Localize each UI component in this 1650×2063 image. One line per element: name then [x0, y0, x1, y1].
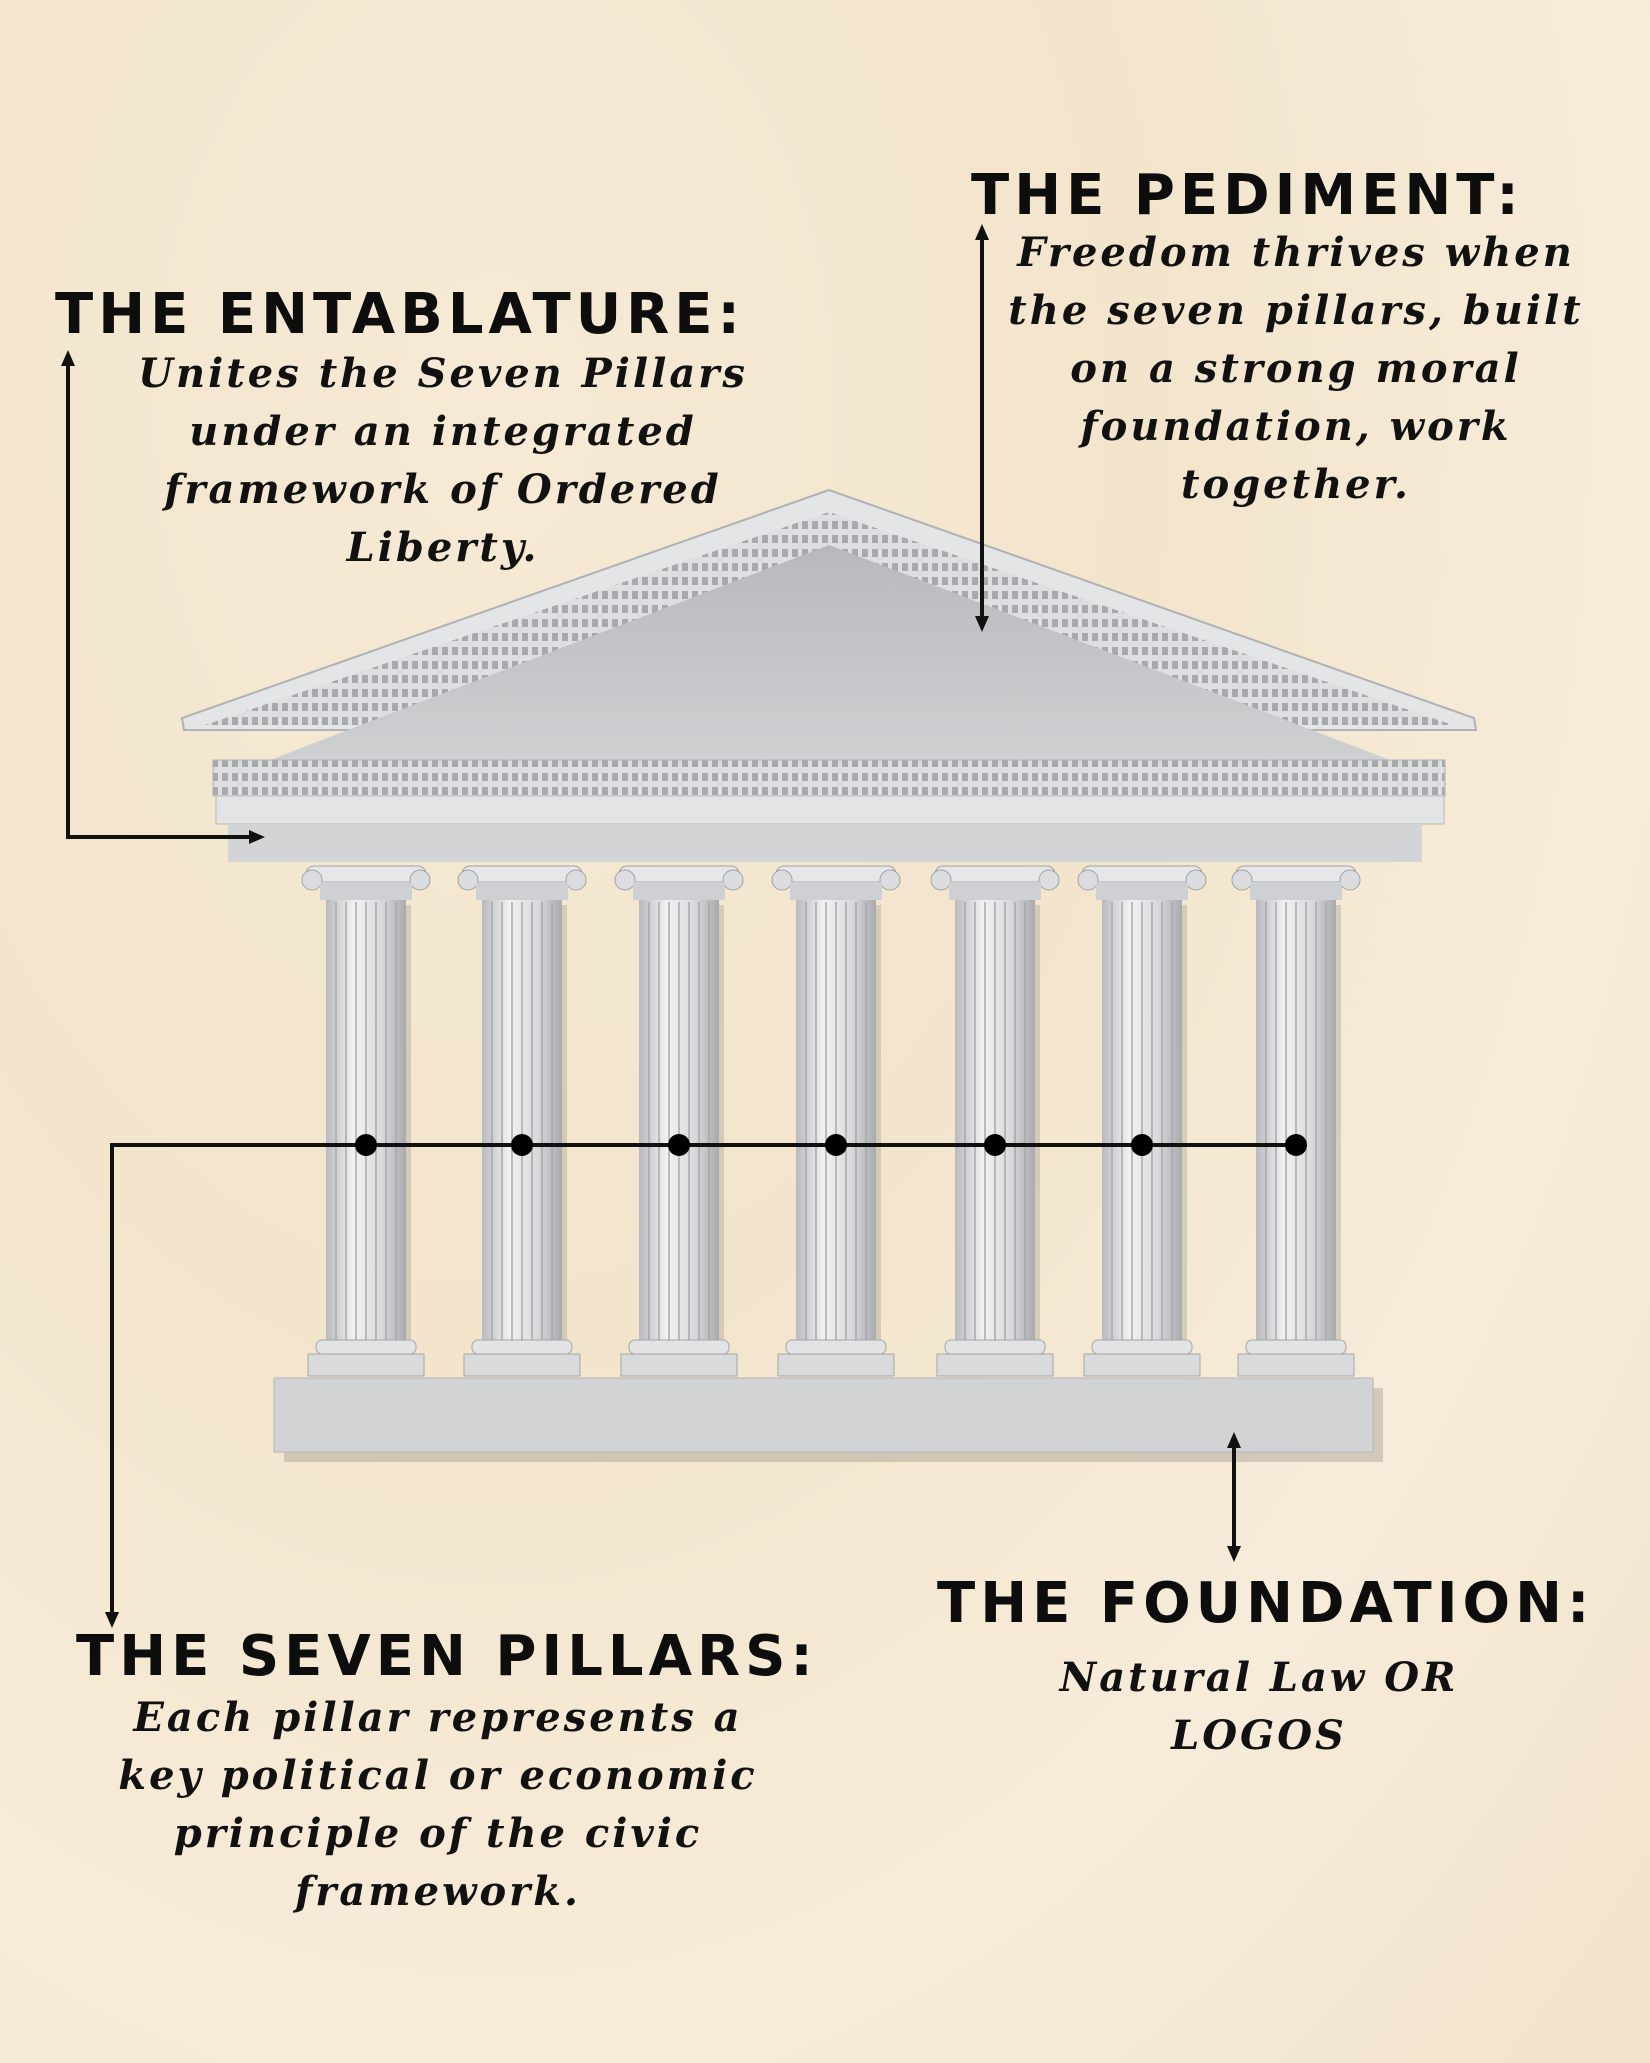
- columns-group: [301, 865, 1361, 1377]
- pillar-dots: [355, 1134, 1307, 1156]
- text-line: framework of Ordered: [164, 466, 722, 513]
- pillar-dot: [511, 1134, 533, 1156]
- text-line: Liberty.: [346, 524, 540, 571]
- pillar-dot: [1285, 1134, 1307, 1156]
- pillar-2: [457, 865, 587, 1377]
- text-line: Freedom thrives when: [1017, 229, 1575, 276]
- pillar-6: [1077, 865, 1207, 1377]
- seven-pillars-title: THE SEVEN PILLARS:: [76, 1624, 818, 1689]
- pillar-dot: [1131, 1134, 1153, 1156]
- text-line: the seven pillars, built: [1008, 287, 1584, 334]
- text-line: Unites the Seven Pillars: [138, 350, 748, 397]
- pillar-3: [614, 865, 744, 1377]
- foundation-shape: [273, 1377, 1383, 1462]
- text-line: LOGOS: [1171, 1712, 1347, 1759]
- text-line: Each pillar represents a: [133, 1694, 743, 1741]
- pillar-dot: [668, 1134, 690, 1156]
- pediment-description: Freedom thrives when the seven pillars, …: [996, 224, 1596, 514]
- pillar-1: [301, 865, 431, 1377]
- entablature-shape: [212, 759, 1446, 862]
- entablature-title: THE ENTABLATURE:: [55, 282, 745, 347]
- pillar-dot: [984, 1134, 1006, 1156]
- text-line: together.: [1181, 461, 1411, 508]
- pillars-connector: [110, 1143, 1296, 1615]
- text-line: principle of the civic: [173, 1810, 703, 1857]
- pillar-4: [771, 865, 901, 1377]
- pediment-shape: [180, 488, 1478, 760]
- annotation-lines: [61, 224, 1296, 1628]
- pillar-7: [1231, 865, 1361, 1377]
- seven-pillars-description: Each pillar represents a key political o…: [98, 1689, 778, 1921]
- pillar-dot: [825, 1134, 847, 1156]
- text-line: on a strong moral: [1070, 345, 1522, 392]
- entablature-description: Unites the Seven Pillars under an integr…: [113, 345, 773, 577]
- foundation-description: Natural Law OR LOGOS: [1009, 1649, 1509, 1765]
- text-line: foundation, work: [1080, 403, 1512, 450]
- pillar-5: [930, 865, 1060, 1377]
- text-line: key political or economic: [118, 1752, 758, 1799]
- pediment-title: THE PEDIMENT:: [971, 163, 1524, 228]
- text-line: under an integrated: [189, 408, 697, 455]
- entablature-arrow: [66, 362, 255, 839]
- pillar-dot: [355, 1134, 377, 1156]
- foundation-title: THE FOUNDATION:: [937, 1571, 1595, 1636]
- text-line: framework.: [295, 1868, 581, 1915]
- text-line: Natural Law OR: [1059, 1654, 1459, 1701]
